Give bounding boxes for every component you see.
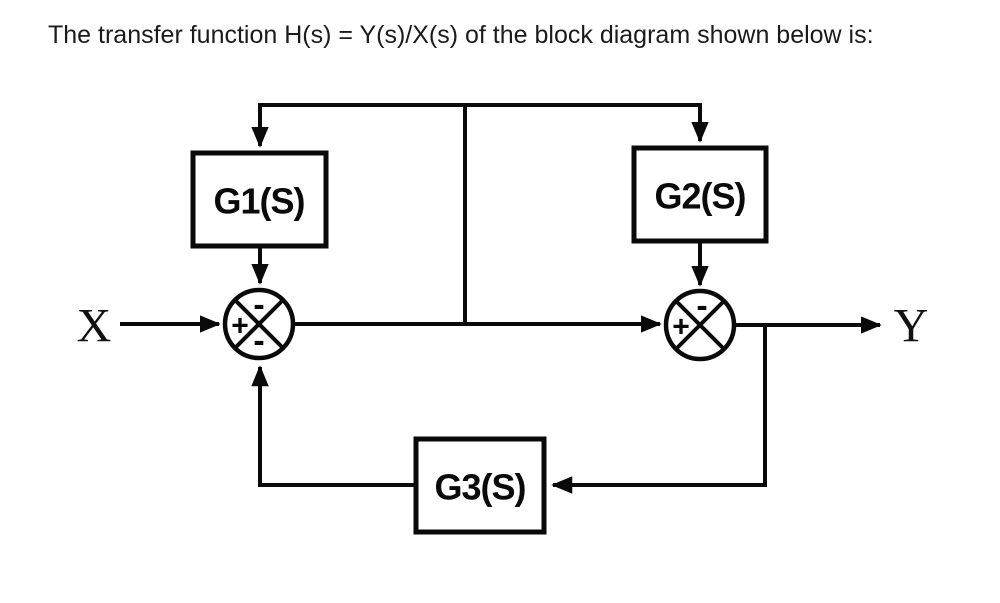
summing-junction-1: + - - — [222, 286, 296, 361]
input-label-x: X — [77, 300, 112, 353]
sum2-west-plus-sign: + — [672, 311, 690, 344]
summing-junction-2: + - — [663, 287, 737, 362]
wire-feedback-into-g3 — [551, 325, 767, 494]
sum2-cross-line — [674, 299, 726, 351]
wire-g3-to-sum1 — [251, 365, 416, 487]
sum1-north-minus-sign: - — [253, 286, 264, 324]
block-g1-label: G1(S) — [213, 181, 304, 222]
sum2-north-minus-sign: - — [696, 287, 707, 325]
sum1-south-minus-sign: - — [253, 322, 264, 360]
question-title: The transfer function H(s) = Y(s)/X(s) o… — [48, 21, 874, 49]
sum1-west-plus-sign: + — [231, 310, 249, 343]
block-g2-label: G2(S) — [654, 176, 745, 217]
block-g3-label: G3(S) — [434, 467, 525, 508]
block-g2 — [631, 145, 769, 244]
sum1-cross-line — [233, 298, 285, 350]
block-g3 — [413, 436, 547, 535]
output-label-y: Y — [894, 300, 929, 353]
block-g1 — [190, 150, 329, 249]
